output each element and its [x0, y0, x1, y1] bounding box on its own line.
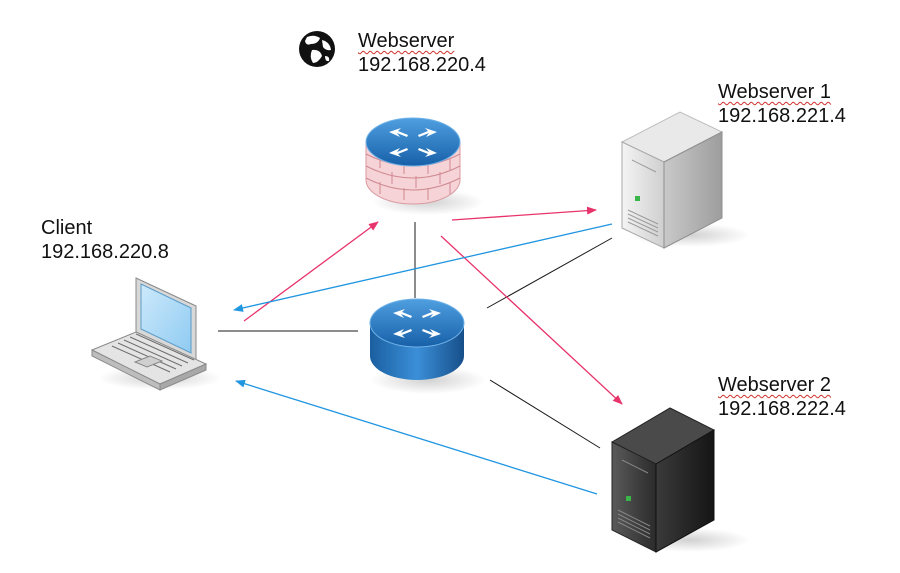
- webserver-2-name: Webserver 2: [718, 374, 832, 396]
- globe-icon: [299, 31, 335, 67]
- webserver-gateway-ip: 192.168.220.4: [358, 54, 486, 76]
- webserver-2-label: Webserver 2 192.168.222.4: [718, 373, 846, 421]
- request-arrow-firewall-to-webserver1: [451, 206, 597, 221]
- request-arrow-firewall-to-webserver2: [440, 235, 623, 405]
- link-router-webserver2: [489, 379, 601, 449]
- client-label: Client 192.168.220.8: [41, 216, 169, 264]
- webserver-gateway-label: Webserver 192.168.220.4: [358, 29, 486, 77]
- router-icon: [369, 298, 486, 394]
- webserver-1-label: Webserver 1 192.168.221.4: [718, 80, 846, 128]
- link-lines: [218, 222, 613, 449]
- webserver-1-name: Webserver 1: [718, 81, 832, 103]
- laptop-icon: [90, 277, 222, 391]
- server-dark-icon: [610, 407, 750, 553]
- server-light-icon: [620, 111, 750, 249]
- webserver-2-ip: 192.168.222.4: [718, 398, 846, 420]
- link-router-webserver1: [486, 237, 613, 309]
- firewall-router-icon: [365, 117, 484, 215]
- client-name: Client: [41, 217, 93, 239]
- request-arrows: [243, 206, 623, 405]
- request-arrow-client-to-firewall: [243, 221, 379, 322]
- response-arrows: [233, 223, 613, 495]
- client-ip: 192.168.220.8: [41, 241, 169, 263]
- response-arrow-webserver2-to-client: [235, 379, 598, 495]
- response-arrow-webserver1-to-client: [233, 223, 613, 312]
- webserver-1-ip: 192.168.221.4: [718, 105, 846, 127]
- webserver-gateway-name: Webserver: [358, 30, 455, 52]
